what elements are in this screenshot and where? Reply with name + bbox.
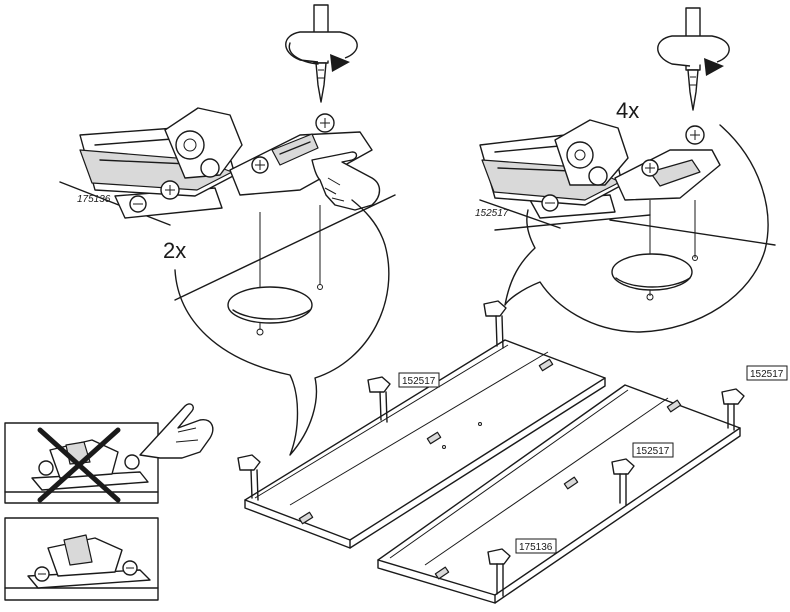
door-panel-right: [377, 384, 745, 604]
clockwise-arrow-icon: [657, 35, 730, 76]
door2-right-part-tag: 152517: [746, 365, 788, 381]
cross-mark-icon: [37, 427, 121, 503]
door1-part-number: 152517: [402, 376, 436, 387]
door2-bottom-part-number: 175136: [519, 542, 553, 553]
pointing-hand-icon: [139, 403, 214, 459]
door2-mid-part-tag: 152517: [632, 442, 674, 458]
wrong-method-inset: [4, 422, 159, 504]
door2-mid-part-number: 152517: [636, 446, 670, 457]
right-hinge-part-number: 152517: [475, 208, 509, 219]
left-hinge-detail: [59, 107, 396, 301]
right-quantity-label: 4x: [616, 98, 639, 123]
door1-part-tag: 152517: [398, 372, 440, 388]
clockwise-arrow-icon: [285, 31, 358, 72]
left-quantity-label: 2x: [163, 238, 186, 263]
pointing-hand-icon: [311, 151, 381, 211]
door2-right-part-number: 152517: [750, 369, 784, 380]
right-hinge-detail: [479, 119, 776, 246]
door-panel-left: [237, 300, 606, 549]
left-hinge-part-number: 175136: [77, 194, 111, 205]
door2-bottom-part-tag: 175136: [515, 538, 557, 554]
correct-method-inset: [4, 517, 159, 601]
